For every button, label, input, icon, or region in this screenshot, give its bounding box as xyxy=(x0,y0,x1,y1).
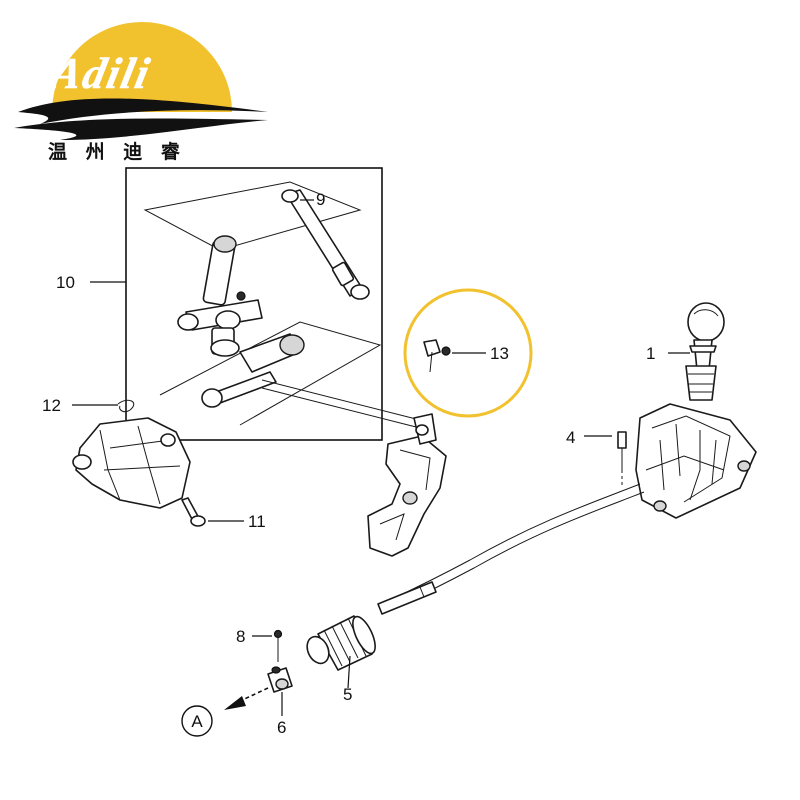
callout-5: 5 xyxy=(343,685,352,704)
gear-housing-left xyxy=(72,399,206,527)
cable-boot-5 xyxy=(306,615,376,671)
logo-sun xyxy=(52,22,232,112)
brand-logo: Adili 温 州 迪 睿 xyxy=(14,22,268,163)
shift-cable xyxy=(377,483,645,615)
callout-1: 1 xyxy=(646,344,655,363)
callout-labels: 1 4 5 6 8 9 10 11 12 13 xyxy=(42,190,655,737)
logo-wave-top xyxy=(18,98,268,124)
callout-6: 6 xyxy=(277,718,286,737)
highlight-circle xyxy=(403,288,533,418)
inset-linkage-box xyxy=(125,167,421,441)
bracket-center xyxy=(367,413,447,557)
callout-12: 12 xyxy=(42,396,61,415)
logo-wave-bottom xyxy=(14,118,268,140)
callout-10: 10 xyxy=(56,273,75,292)
shifter-assembly xyxy=(617,302,757,519)
view-arrow-a: A xyxy=(181,687,269,737)
callout-9: 9 xyxy=(316,190,325,209)
callout-13: 13 xyxy=(490,344,509,363)
bolt-8 xyxy=(273,629,283,662)
logo-chinese-text: 温 州 迪 睿 xyxy=(48,140,186,163)
leader-lines xyxy=(72,199,690,716)
callout-11: 11 xyxy=(248,512,266,531)
callout-4: 4 xyxy=(566,428,575,447)
bushing-6 xyxy=(267,666,293,693)
retaining-clip-13 xyxy=(423,339,451,373)
view-label-a: A xyxy=(191,712,203,731)
callout-8: 8 xyxy=(236,627,245,646)
logo-brand-text: Adili xyxy=(44,48,155,97)
